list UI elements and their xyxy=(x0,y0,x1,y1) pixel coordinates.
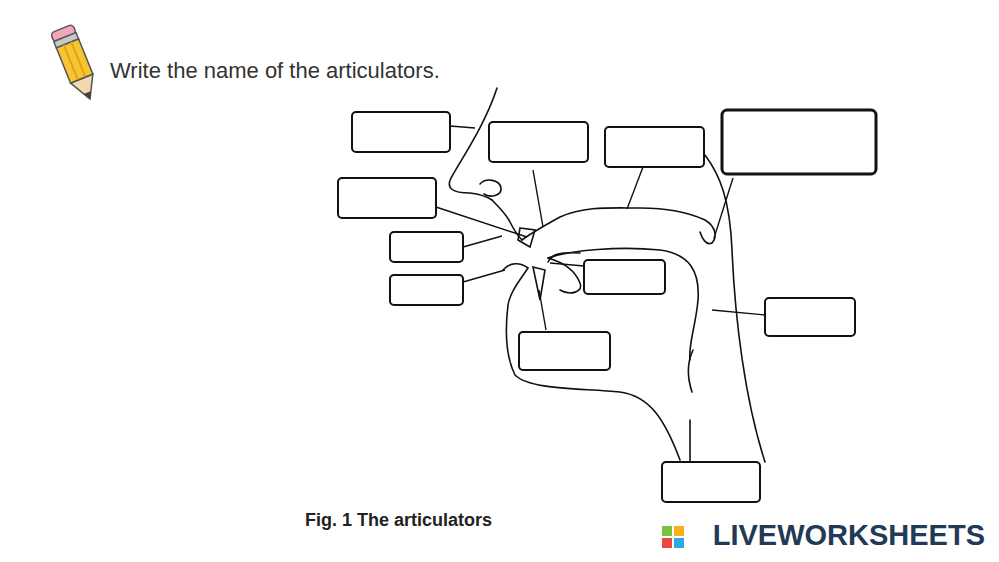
answer-box xyxy=(584,260,665,294)
leader-line xyxy=(463,236,502,247)
pencil-tip xyxy=(71,74,101,103)
answer-box xyxy=(765,298,855,336)
leader-line xyxy=(714,178,733,238)
pencil-stripe xyxy=(71,42,85,77)
pencil-stripe xyxy=(64,45,78,80)
answer-box xyxy=(489,122,588,162)
instruction-heading: Write the name of the articulators. xyxy=(110,58,440,84)
watermark-logo xyxy=(662,526,684,548)
tongue-upper xyxy=(548,253,580,262)
head-outline xyxy=(449,88,765,462)
palate-velum xyxy=(522,208,715,244)
leader-line xyxy=(550,263,584,266)
answer-box xyxy=(390,232,463,262)
leader-line xyxy=(627,167,643,209)
answer-box xyxy=(605,127,704,167)
leader-line xyxy=(539,290,546,330)
figure-caption: Fig. 1 The articulators xyxy=(305,510,492,531)
leader-line xyxy=(463,270,505,282)
epiglottis xyxy=(688,350,693,392)
answer-box xyxy=(662,462,760,502)
leader-line xyxy=(533,170,543,227)
logo-square xyxy=(662,526,672,536)
answer-box xyxy=(722,110,876,174)
larynx-front xyxy=(689,420,691,462)
logo-square xyxy=(662,538,672,548)
watermark-text: LIVEWORKSHEETS xyxy=(713,519,985,552)
pencil-icon xyxy=(50,24,101,103)
answer-box xyxy=(338,178,436,218)
nostril xyxy=(480,180,501,196)
logo-square xyxy=(674,526,684,536)
answer-box xyxy=(352,112,450,152)
answer-box xyxy=(390,275,463,305)
leader-line xyxy=(712,310,765,315)
answer-box xyxy=(519,332,610,370)
leader-line xyxy=(436,207,527,237)
answer-boxes xyxy=(338,110,876,502)
pencil-lead xyxy=(84,91,94,100)
pharynx-wall xyxy=(705,155,765,462)
logo-square xyxy=(674,538,684,548)
leader-lines xyxy=(436,126,765,330)
leader-line xyxy=(450,126,475,128)
lower-teeth xyxy=(533,267,545,300)
